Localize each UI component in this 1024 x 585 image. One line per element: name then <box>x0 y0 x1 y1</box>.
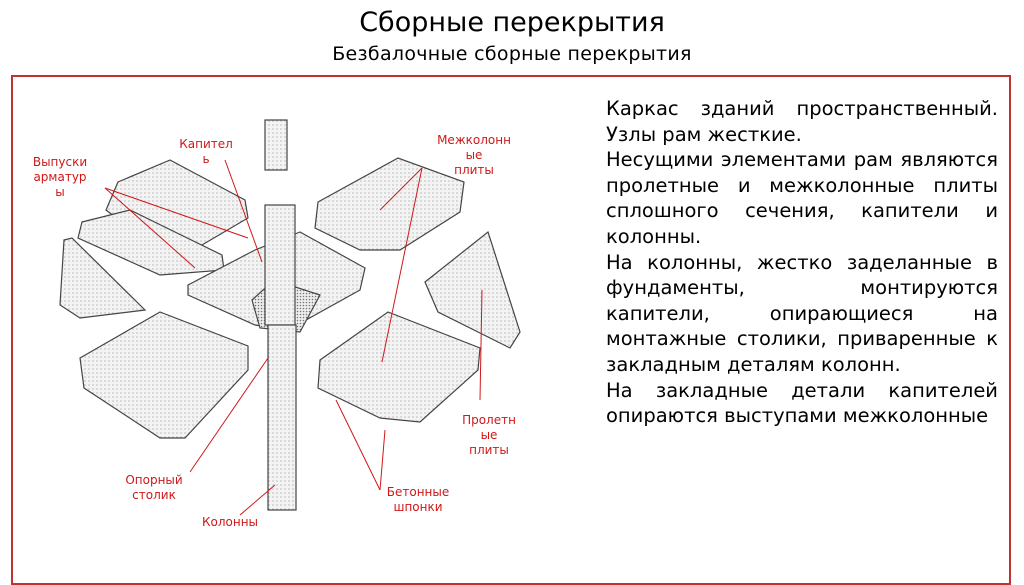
label-proletnye-plity: Пролетн ые плиты <box>462 413 516 457</box>
slab-bottom-right <box>317 311 481 423</box>
column-main <box>264 204 296 326</box>
slide-title: Сборные перекрытия <box>359 7 665 38</box>
slab-top-right <box>314 157 465 251</box>
label-opornyi-stolik: Опорный столик <box>125 473 183 502</box>
label-kapitel: Капител ь <box>179 137 233 166</box>
slab-bottom-left <box>79 311 249 439</box>
floor-slab-diagram <box>59 119 521 516</box>
label-kolonny: Колонны <box>201 515 259 529</box>
slide-subtitle: Безбалочные сборные перекрытия <box>332 43 692 65</box>
column-top <box>264 119 288 171</box>
body-text: Каркас зданий пространственный. Узлы рам… <box>606 96 998 429</box>
label-mezhkolonnye-plity: Межколонн ые плиты <box>437 133 511 177</box>
slab-far-left <box>59 237 147 319</box>
paragraph: На колонны, жестко заделанные в фундамен… <box>606 250 998 376</box>
slab-right <box>424 230 521 349</box>
paragraph: Несущими элементами рам являются пролетн… <box>606 148 998 248</box>
paragraph: На закладные детали капителей опираются … <box>606 378 998 428</box>
label-betonnye-shponki: Бетонные шпонки <box>386 485 450 514</box>
paragraph: Каркас зданий пространственный. Узлы рам… <box>606 97 998 146</box>
label-vypuski-armatury: Выпуски арматур ы <box>32 155 88 199</box>
